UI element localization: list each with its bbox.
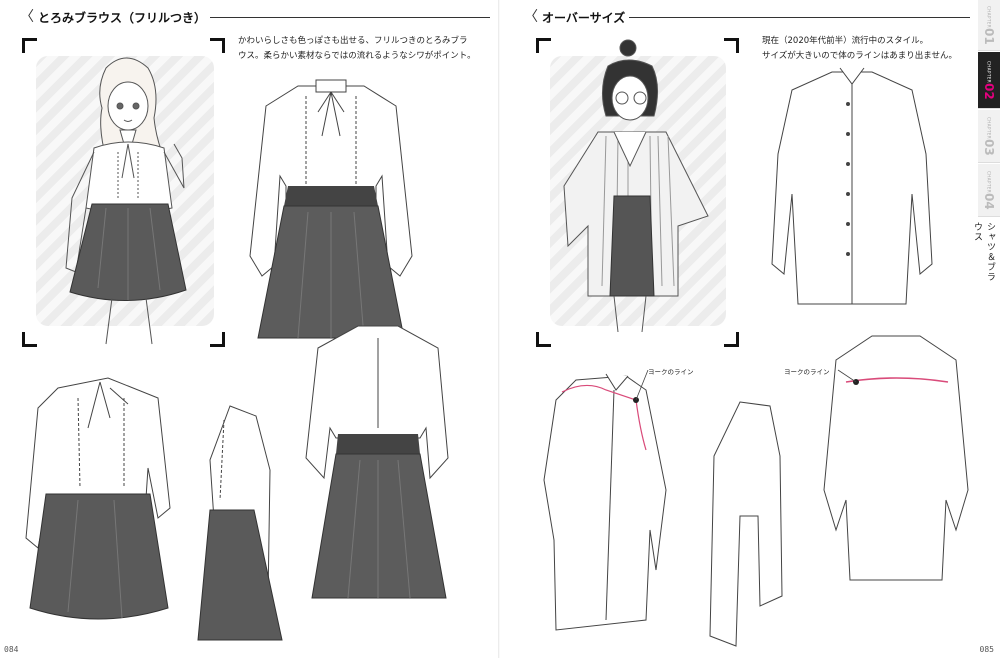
frill-blouse-three-quarter-illustration	[25, 377, 171, 620]
header-rule	[629, 16, 970, 18]
chapter-tab-04[interactable]: CHAPTER 04	[978, 164, 1000, 217]
description-line: サイズが大きいので体のラインはあまり出ません。	[762, 51, 957, 61]
frill-blouse-front-illustration	[249, 79, 413, 339]
chapter-tab-number: 02	[982, 82, 996, 100]
left-section-title: とろみブラウス（フリルつき）	[38, 10, 207, 25]
oversize-shirt-front-illustration	[771, 67, 933, 305]
description-line: ウス。柔らかい素材ならではの流れるようなシワがポイント。	[238, 51, 476, 61]
chapter-tab-number: 01	[982, 27, 996, 45]
chapter-tab-number: 03	[982, 138, 996, 156]
left-page-number: 084	[4, 645, 19, 654]
right-page-number: 085	[979, 645, 994, 654]
girl-oversize-shirt-illustration	[563, 39, 709, 333]
frill-blouse-back-illustration	[305, 325, 449, 599]
bracket-icon: 〈	[524, 9, 538, 25]
chapter-tab-02[interactable]: CHAPTER 02	[978, 52, 1000, 109]
right-section-title: オーバーサイズ	[542, 10, 626, 25]
chapter-tab-number: 04	[982, 192, 996, 210]
oversize-shirt-side-illustration	[709, 401, 783, 647]
frame-corner	[210, 332, 225, 347]
frame-corner	[536, 38, 551, 53]
yoke-line-callout-front: ヨークのライン	[648, 368, 694, 376]
oversize-shirt-front-detail-illustration	[543, 370, 667, 631]
left-description: かわいらしさも色っぽさも出せる、フリルつきのとろみブラ ウス。柔らかい素材ならで…	[238, 34, 494, 64]
girl-frill-blouse-illustration	[65, 57, 187, 345]
chapter-tab-03[interactable]: CHAPTER 03	[978, 110, 1000, 163]
description-line: かわいらしさも色っぽさも出せる、フリルつきのとろみブラ	[238, 36, 468, 46]
chapter-tab-01[interactable]: CHAPTER 01	[978, 0, 1000, 51]
left-section-header: 〈 とろみブラウス（フリルつき）	[20, 6, 490, 28]
chapter-tabs: CHAPTER 01 CHAPTER 02 CHAPTER 03 CHAPTER…	[972, 0, 1000, 290]
chapter-tab-word: CHAPTER	[986, 5, 992, 28]
frame-corner	[724, 332, 739, 347]
chapter-tab-word: CHAPTER	[986, 116, 992, 139]
yoke-line-callout-back: ヨークのライン	[784, 368, 830, 376]
chapter-tab-word: CHAPTER	[986, 60, 992, 83]
frame-corner	[210, 38, 225, 53]
description-line: 現在（2020年代前半）流行中のスタイル。	[762, 36, 929, 46]
header-rule	[210, 16, 490, 18]
right-page: 〈 オーバーサイズ 現在（2020年代前半）流行中のスタイル。 サイズが大きいの…	[500, 0, 1000, 658]
frame-corner	[22, 332, 37, 347]
frame-corner	[536, 332, 551, 347]
chapter-side-label: シャツ＆ブラウス	[972, 222, 995, 282]
oversize-shirt-back-illustration	[823, 335, 969, 581]
left-page: 〈 とろみブラウス（フリルつき） かわいらしさも色っぽさも出せる、フリルつきのと…	[4, 6, 494, 654]
bracket-icon: 〈	[20, 9, 34, 25]
right-section-header: 〈 オーバーサイズ	[524, 6, 970, 28]
frame-corner	[724, 38, 739, 53]
frame-corner	[22, 38, 37, 53]
right-description: 現在（2020年代前半）流行中のスタイル。 サイズが大きいので体のラインはあまり…	[762, 34, 972, 64]
chapter-tab-word: CHAPTER	[986, 170, 992, 193]
frill-blouse-side-illustration	[197, 405, 283, 641]
